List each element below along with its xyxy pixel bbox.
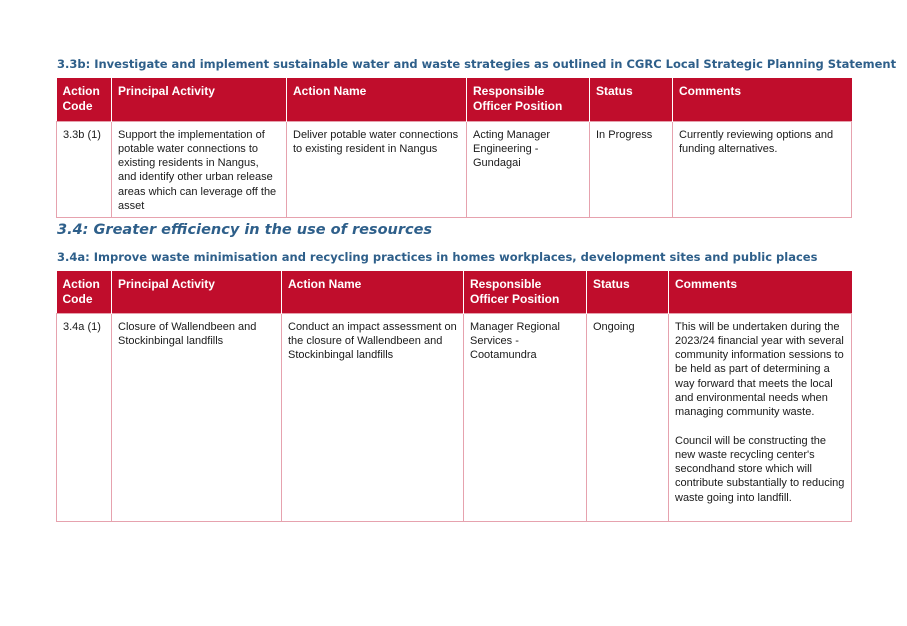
cell-status: In Progress (589, 120, 673, 219)
cell-responsible-officer: Manager Regional Services - Cootamundra (463, 312, 587, 522)
column-header-action-name: Action Name (281, 271, 464, 313)
action-table-3-4a: Action Code Principal Activity Action Na… (56, 271, 852, 522)
column-header-action-name: Action Name (286, 78, 467, 121)
cell-responsible-officer: Acting Manager Engineering - Gundagai (466, 120, 590, 219)
column-header-status: Status (589, 78, 673, 121)
cell-principal-activity: Support the implementation of potable wa… (111, 120, 287, 219)
column-header-principal-activity: Principal Activity (111, 78, 287, 121)
action-table-3-3b: Action Code Principal Activity Action Na… (56, 78, 852, 219)
table-row: 3.3b (1) Support the implementation of p… (56, 120, 852, 219)
comment-paragraph: This will be undertaken during the 2023/… (675, 320, 844, 419)
section-3-4-heading: 3.4: Greater efficiency in the use of re… (57, 222, 433, 238)
cell-action-code: 3.3b (1) (56, 120, 112, 219)
table-header-row: Action Code Principal Activity Action Na… (56, 271, 852, 313)
cell-status: Ongoing (586, 312, 669, 522)
column-header-responsible-officer: Responsible Officer Position (466, 78, 590, 121)
section-3-3b-heading: 3.3b: Investigate and implement sustaina… (57, 57, 897, 71)
column-header-comments: Comments (672, 78, 852, 121)
table-row: 3.4a (1) Closure of Wallendbeen and Stoc… (56, 312, 852, 522)
cell-comments: Currently reviewing options and funding … (672, 120, 852, 219)
column-header-status: Status (586, 271, 669, 313)
column-header-principal-activity: Principal Activity (111, 271, 282, 313)
section-3-4a-heading: 3.4a: Improve waste minimisation and rec… (57, 250, 818, 264)
cell-principal-activity: Closure of Wallendbeen and Stockinbingal… (111, 312, 282, 522)
column-header-comments: Comments (668, 271, 852, 313)
cell-comments: This will be undertaken during the 2023/… (668, 312, 852, 522)
cell-action-name: Deliver potable water connections to exi… (286, 120, 467, 219)
table-header-row: Action Code Principal Activity Action Na… (56, 78, 852, 121)
column-header-responsible-officer: Responsible Officer Position (463, 271, 587, 313)
comment-paragraph: Council will be constructing the new was… (675, 434, 845, 504)
column-header-action-code: Action Code (56, 78, 112, 121)
cell-action-name: Conduct an impact assessment on the clos… (281, 312, 464, 522)
column-header-action-code: Action Code (56, 271, 112, 313)
cell-action-code: 3.4a (1) (56, 312, 112, 522)
